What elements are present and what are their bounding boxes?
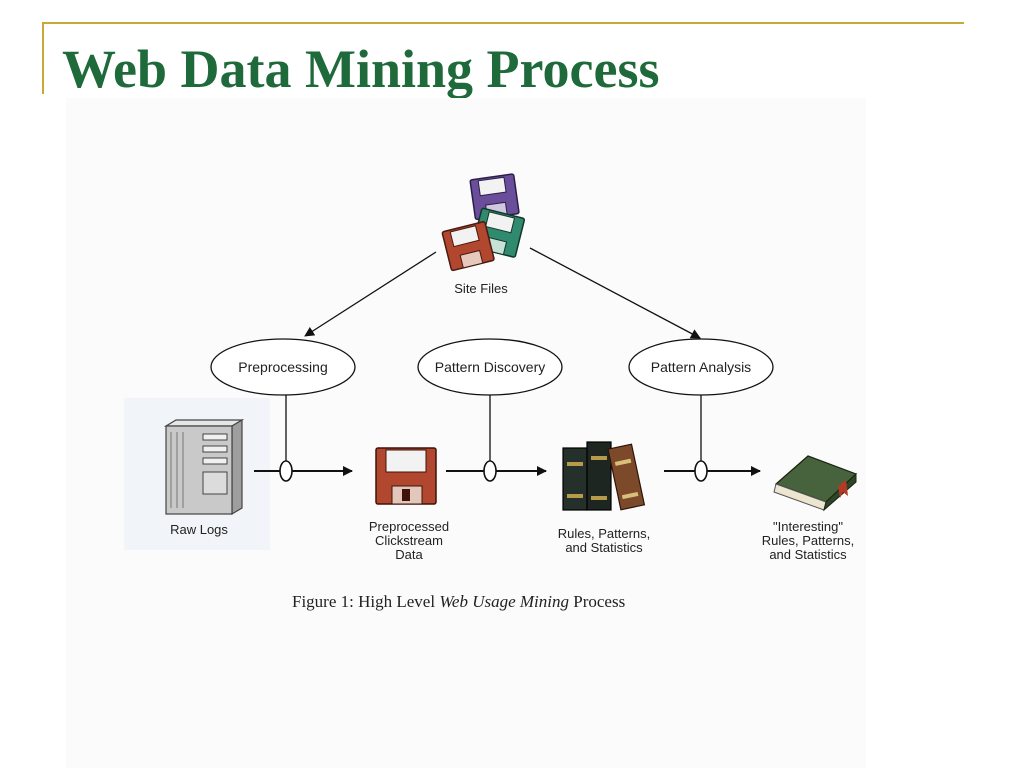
stage-interesting-line-2: Rules, Patterns, bbox=[762, 533, 855, 548]
process-node-preprocessing: Preprocessing bbox=[210, 338, 356, 396]
floppy-disk-icon bbox=[375, 447, 437, 505]
preprocessing-label: Preprocessing bbox=[238, 359, 328, 375]
flow-arrow-1 bbox=[254, 460, 353, 482]
figure-caption-suffix: Process bbox=[569, 592, 625, 611]
process-node-pattern-analysis: Pattern Analysis bbox=[628, 338, 774, 396]
figure-caption-emphasis: Web Usage Mining bbox=[439, 592, 569, 611]
floppy-disk-stack-icon bbox=[441, 173, 526, 272]
closed-book-icon bbox=[773, 455, 858, 512]
stage-rules-label: Rules, Patterns, and Statistics bbox=[558, 526, 651, 555]
slide-title: Web Data Mining Process bbox=[62, 39, 660, 99]
flow-arrow-2 bbox=[446, 460, 547, 482]
site-files-label: Site Files bbox=[454, 281, 508, 296]
stage-preprocessed-label: Preprocessed Clickstream Data bbox=[369, 519, 449, 562]
stage-interesting-line-3: and Statistics bbox=[769, 547, 847, 562]
arrow-site-files-to-preprocessing bbox=[304, 251, 437, 337]
stage-preprocessed-line-2: Clickstream bbox=[375, 533, 443, 548]
figure-caption-prefix: Figure 1: High Level bbox=[292, 592, 439, 611]
pattern-analysis-label: Pattern Analysis bbox=[651, 359, 751, 375]
stage-interesting-label: "Interesting" Rules, Patterns, and Stati… bbox=[762, 519, 855, 562]
book-stack-icon bbox=[562, 441, 646, 511]
stage-rules-line-2: and Statistics bbox=[565, 540, 643, 555]
flow-arrow-3 bbox=[664, 460, 761, 482]
title-rule-top bbox=[42, 22, 964, 24]
stage-interesting-line-1: "Interesting" bbox=[773, 519, 843, 534]
stage-preprocessed-line-3: Data bbox=[395, 547, 423, 562]
server-tower-icon bbox=[163, 418, 245, 516]
arrow-site-files-to-pattern-analysis bbox=[529, 247, 701, 339]
pattern-discovery-label: Pattern Discovery bbox=[435, 359, 545, 375]
process-node-pattern-discovery: Pattern Discovery bbox=[417, 338, 563, 396]
title-rule-left bbox=[42, 22, 44, 94]
stage-raw-logs-label: Raw Logs bbox=[170, 522, 228, 537]
stage-preprocessed-line-1: Preprocessed bbox=[369, 519, 449, 534]
figure-caption: Figure 1: High Level Web Usage Mining Pr… bbox=[292, 592, 625, 611]
stage-rules-line-1: Rules, Patterns, bbox=[558, 526, 651, 541]
